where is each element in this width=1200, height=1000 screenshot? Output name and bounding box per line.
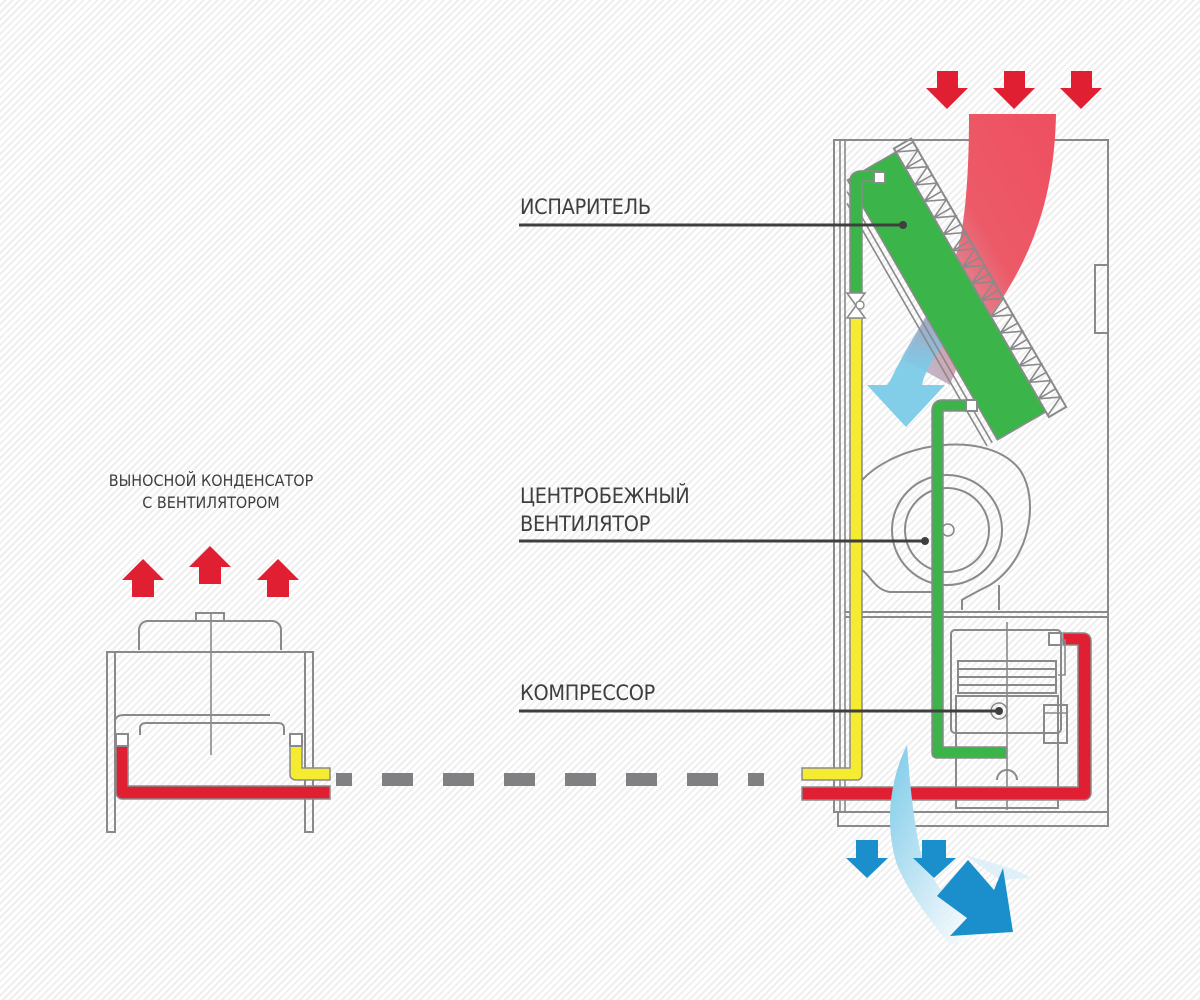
warm-air-arrow-down bbox=[926, 71, 968, 109]
hot-air-arrow-up bbox=[189, 546, 231, 584]
evaporator-leader-dot bbox=[899, 221, 907, 229]
condenser-hot-air-arrows bbox=[122, 546, 299, 597]
pipe-fitting bbox=[289, 733, 303, 747]
liquid-line-indoor bbox=[801, 317, 863, 781]
fan-label-line1: ЦЕНТРОБЕЖНЫЙ bbox=[520, 484, 690, 508]
discharge-line-condenser bbox=[115, 745, 331, 800]
liquid-line-condenser bbox=[289, 745, 331, 781]
warm-air-arrows bbox=[926, 71, 1102, 109]
centrifugal-fan bbox=[861, 443, 1031, 610]
warm-air-arrow-down bbox=[993, 71, 1035, 109]
warm-air-arrow-down bbox=[1060, 71, 1102, 109]
fan-leader-dot bbox=[921, 537, 929, 545]
cool-air-arrow-down bbox=[913, 840, 956, 878]
evaporator-fins bbox=[895, 141, 1063, 416]
field-piping-dashes bbox=[336, 773, 764, 786]
cool-air-arrow-down bbox=[846, 840, 888, 878]
suction-line bbox=[849, 170, 1007, 759]
compressor-label: КОМПРЕССОР bbox=[520, 681, 656, 705]
hot-air-arrow-up bbox=[122, 559, 164, 597]
condenser-label-line2: С ВЕНТИЛЯТОРОМ bbox=[142, 493, 280, 512]
pipe-fitting bbox=[115, 733, 129, 747]
pipe-fitting bbox=[873, 171, 886, 184]
compressor-foot bbox=[996, 769, 1018, 781]
fan-impeller bbox=[904, 487, 990, 573]
discharge-line-indoor bbox=[801, 632, 1092, 801]
pipe-fitting bbox=[965, 399, 978, 412]
condenser-label-line1: ВЫНОСНОЙ КОНДЕНСАТОР bbox=[108, 471, 314, 490]
remote-condenser bbox=[106, 612, 331, 833]
fan-label-line2: ВЕНТИЛЯТОР bbox=[520, 512, 651, 536]
fan-hub bbox=[941, 523, 955, 537]
fan-housing-ring bbox=[891, 474, 1003, 586]
leader-lines bbox=[519, 221, 1003, 715]
cabinet-handle bbox=[1094, 264, 1109, 334]
compressor-leader-dot bbox=[995, 707, 1003, 715]
cool-air-arrow-diagonal bbox=[937, 860, 1013, 936]
evaporator-label: ИСПАРИТЕЛЬ bbox=[520, 195, 651, 219]
evaporator-fin-truss bbox=[895, 141, 1063, 416]
cooled-air-exhaust bbox=[890, 745, 1030, 945]
compressor-receiver bbox=[1043, 704, 1068, 744]
hot-air-arrow-up bbox=[257, 559, 299, 597]
expansion-valve bbox=[845, 292, 867, 319]
cool-air-arrows bbox=[846, 840, 1013, 936]
compressor bbox=[950, 622, 1068, 810]
pipe-fitting bbox=[1048, 632, 1062, 646]
